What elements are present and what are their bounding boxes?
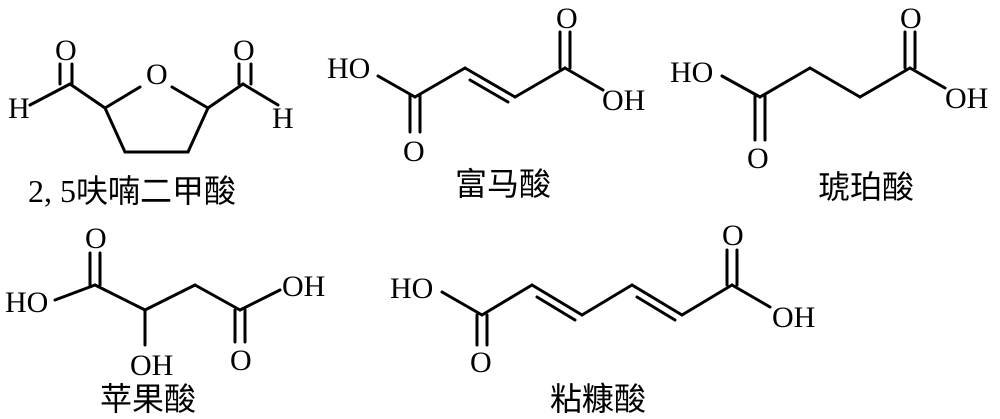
muconic-bonds (440, 248, 772, 347)
succinic-right-carbonyl-oxygen: O (900, 2, 922, 35)
malic-right-hydroxyl: OH (282, 270, 325, 303)
succinic-left-carbonyl-oxygen: O (747, 142, 769, 175)
fdca-left-hydrogen: H (8, 92, 30, 125)
fdca-right-hydrogen: H (272, 102, 294, 135)
fdca-left-carbonyl-oxygen: O (55, 34, 77, 67)
molecule-malic-acid: HO O OH O OH 苹果酸 (5, 222, 325, 417)
succinic-left-hydroxyl: HO (670, 56, 713, 89)
fdca-ring-oxygen: O (146, 58, 168, 91)
fdca-name: 2, 5呋喃二甲酸 (28, 173, 236, 209)
muconic-left-hydroxyl: HO (390, 272, 433, 305)
molecule-succinic-acid: HO O O OH 琥珀酸 (670, 2, 988, 205)
fdca-right-carbonyl-oxygen: O (233, 34, 255, 67)
fumaric-bonds (376, 30, 605, 134)
fdca-bonds (28, 62, 280, 154)
succinic-right-hydroxyl: OH (945, 82, 988, 115)
fumaric-name: 富马酸 (455, 166, 551, 202)
fumaric-left-carbonyl-oxygen: O (403, 135, 425, 168)
malic-right-carbonyl-oxygen: O (230, 344, 252, 377)
malic-left-carbonyl-oxygen: O (85, 222, 107, 255)
muconic-right-carbonyl-oxygen: O (722, 219, 744, 252)
succinic-bonds (720, 30, 947, 142)
malic-mid-hydroxyl: OH (130, 349, 173, 382)
fumaric-right-carbonyl-oxygen: O (556, 2, 578, 35)
malic-name: 苹果酸 (100, 381, 196, 417)
malic-left-hydroxyl: HO (5, 286, 48, 319)
molecule-fumaric-acid: HO O O OH 富马酸 (327, 2, 645, 202)
muconic-name: 粘糠酸 (550, 381, 646, 417)
fumaric-left-hydroxyl: HO (327, 52, 370, 85)
molecule-fdca: O O H O H 2, 5呋喃二甲酸 (8, 34, 294, 209)
fumaric-right-hydroxyl: OH (602, 84, 645, 117)
molecule-muconic-acid: HO O O OH 粘糠酸 (390, 219, 815, 417)
muconic-left-carbonyl-oxygen: O (470, 346, 492, 379)
malic-bonds (53, 251, 282, 347)
succinic-name: 琥珀酸 (818, 169, 914, 205)
muconic-right-hydroxyl: OH (772, 301, 815, 334)
